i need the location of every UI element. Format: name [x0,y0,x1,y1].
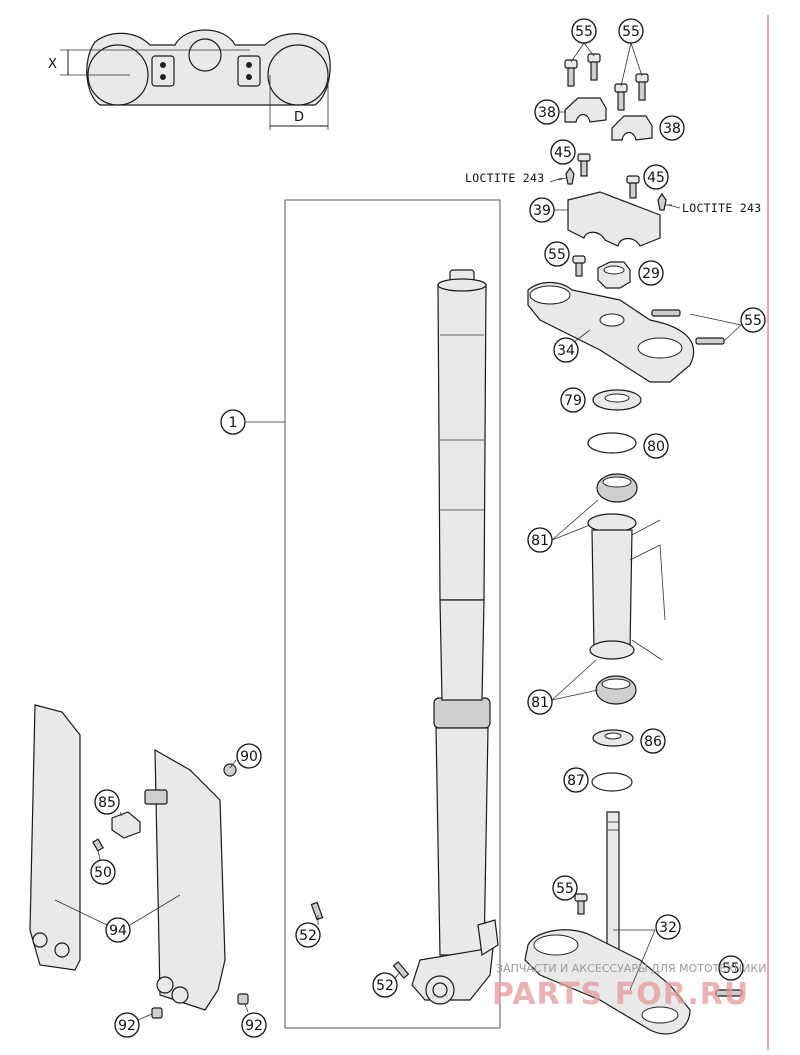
clamp-38-left [564,97,607,123]
svg-text:55: 55 [622,24,640,40]
callout-52: 52 [295,922,321,948]
callout-85: 85 [94,789,120,815]
loctite-note-right: LOCTITE 243 [682,201,761,215]
svg-text:55: 55 [556,881,574,897]
callout-55: 55 [571,18,597,44]
callout-87: 87 [563,767,589,793]
callout-38: 38 [534,99,560,125]
svg-text:52: 52 [299,928,317,944]
callout-45: 45 [550,139,576,165]
svg-text:80: 80 [647,439,665,455]
callout-38: 38 [659,115,685,141]
callout-1: 1 [220,409,246,435]
callout-55: 55 [552,875,578,901]
clip-85 [111,811,141,839]
svg-text:55: 55 [548,247,566,263]
callout-92: 92 [114,1012,140,1038]
fork-guard-left [29,704,81,971]
callout-81: 81 [527,527,553,553]
nut-90 [223,763,237,777]
svg-text:1: 1 [229,415,238,431]
fork-leg [411,269,499,1005]
svg-text:34: 34 [557,343,575,359]
callout-94: 94 [105,917,131,943]
svg-text:79: 79 [564,393,582,409]
callouts: 1 55 55 38 38 45 45 39 55 29 55 34 79 80… [90,18,766,1038]
svg-text:86: 86 [644,734,662,750]
callout-80: 80 [643,433,669,459]
bar-clamp-39 [567,191,661,247]
callout-32: 32 [655,914,681,940]
svg-text:55: 55 [722,961,740,977]
svg-text:81: 81 [531,695,549,711]
svg-text:39: 39 [533,203,551,219]
o-ring-87 [591,772,633,792]
svg-text:38: 38 [663,121,681,137]
fork-leg-frame [284,199,501,1029]
svg-text:45: 45 [647,170,665,186]
loctite-note-left: LOCTITE 243 [465,171,544,185]
svg-text:87: 87 [567,773,585,789]
callout-92: 92 [241,1012,267,1038]
clamp-38-right [611,115,653,141]
svg-text:52: 52 [376,978,394,994]
lower-triple-clamp-32 [524,811,743,1035]
frame-head-tube [587,513,666,661]
callout-90: 90 [236,743,262,769]
bolts-55-top [564,53,649,111]
svg-text:92: 92 [118,1018,136,1034]
callout-79: 79 [560,387,586,413]
callout-39: 39 [529,197,555,223]
svg-text:45: 45 [554,145,572,161]
dimension-x-label: X [48,57,57,72]
svg-text:94: 94 [109,923,127,939]
callout-55: 55 [544,241,570,267]
svg-text:50: 50 [94,865,112,881]
callout-50: 50 [90,859,116,885]
callout-86: 86 [640,728,666,754]
svg-text:85: 85 [98,795,116,811]
callout-52: 52 [372,972,398,998]
callout-34: 34 [553,337,579,363]
callout-81: 81 [527,689,553,715]
svg-text:55: 55 [744,313,762,329]
svg-text:81: 81 [531,533,549,549]
watermark-caption: ЗАПЧАСТИ И АКСЕССУАРЫ ДЛЯ МОТОТЕХНИКИ [496,962,766,975]
dimension-d-label: D [294,110,304,125]
svg-text:32: 32 [659,920,677,936]
callout-55: 55 [618,18,644,44]
svg-text:90: 90 [240,749,258,765]
callout-55: 55 [740,307,766,333]
svg-text:29: 29 [642,266,660,282]
triple-clamp-dimension-view: X D [48,29,331,130]
callout-55: 55 [718,955,744,981]
svg-text:55: 55 [575,24,593,40]
callout-45: 45 [643,164,669,190]
callout-29: 29 [638,260,664,286]
watermark-brand: PARTS FOR.RU [492,977,749,1012]
svg-text:38: 38 [538,105,556,121]
svg-text:92: 92 [245,1018,263,1034]
fork-guard-right [154,748,226,1011]
o-ring-80 [587,432,637,454]
